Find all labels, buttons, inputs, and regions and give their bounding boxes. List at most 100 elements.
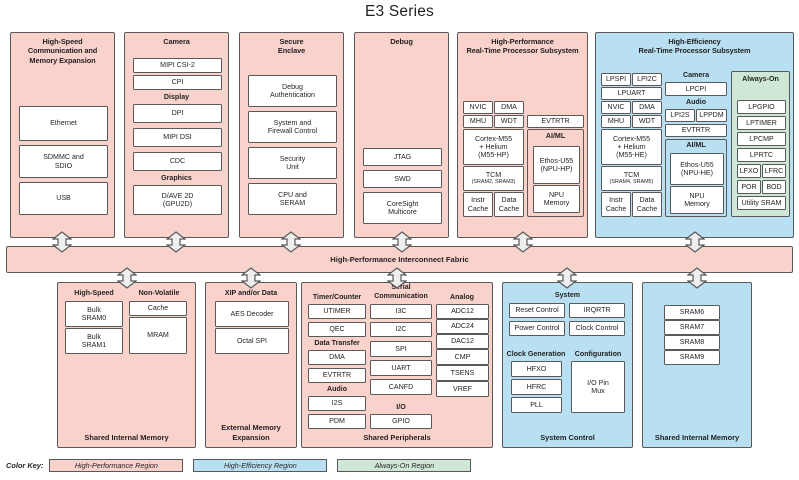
cell-system-firewall-control[interactable]: System and Firewall Control (248, 111, 337, 143)
cell-tsens[interactable]: TSENS (436, 365, 489, 381)
cell-he-dma[interactable]: DMA (632, 101, 662, 114)
serial-communication-title: Serial Communication (374, 283, 428, 300)
cell-he-lpi2c[interactable]: LPI2C (632, 73, 662, 86)
cell-hp-wdt[interactable]: WDT (494, 115, 524, 128)
cell-hfrc[interactable]: HFRC (511, 379, 562, 395)
cell-debug-authentication[interactable]: Debug Authentication (248, 75, 337, 107)
cell-lptimer[interactable]: LPTIMER (737, 116, 786, 130)
cell-sram7[interactable]: SRAM7 (664, 320, 720, 335)
cell-hp-mhu[interactable]: MHU (463, 115, 493, 128)
cell-cpi[interactable]: CPI (133, 75, 222, 90)
cell-hp-instr-cache[interactable]: Instr Cache (463, 192, 493, 217)
cell-dpi[interactable]: DPI (133, 104, 222, 123)
cell-mipi-dsi[interactable]: MIPI DSI (133, 128, 222, 147)
cell-utimer[interactable]: UTIMER (308, 304, 366, 319)
cell-sram8[interactable]: SRAM8 (664, 335, 720, 350)
cell-qec[interactable]: QEC (308, 322, 366, 337)
cell-adc24[interactable]: ADC24 (436, 319, 489, 334)
cell-hp-dma[interactable]: DMA (494, 101, 524, 114)
cell-cpu-seram[interactable]: CPU and SERAM (248, 183, 337, 215)
cell-usb[interactable]: USB (19, 182, 108, 215)
cell-lpgpio[interactable]: LPGPIO (737, 100, 786, 114)
cell-hp-instr-cache-label: Instr Cache (467, 196, 489, 213)
cell-he-lpcpi[interactable]: LPCPI (665, 82, 727, 96)
cell-hp-ethos-u55[interactable]: Ethos-U55 (NPU-HP) (533, 146, 580, 184)
cell-bulk-sram1[interactable]: Bulk SRAM1 (65, 328, 123, 354)
cell-spi[interactable]: SPI (370, 341, 432, 357)
cell-he-cortex-m55[interactable]: Cortex-M55 + Helium (M55-HE) (601, 129, 662, 165)
color-key-label: Color Key: (6, 461, 44, 470)
cell-vref[interactable]: VREF (436, 381, 489, 397)
cell-reset-control[interactable]: Reset Control (509, 303, 565, 318)
cell-hp-cortex-m55[interactable]: Cortex-M55 + Helium (M55-HP) (463, 129, 524, 165)
cell-clock-control[interactable]: Clock Control (569, 321, 625, 336)
cell-coresight-multicore[interactable]: CoreSight Multicore (363, 192, 442, 224)
cell-lpcmp[interactable]: LPCMP (737, 132, 786, 146)
cell-he-lpspi[interactable]: LPSPI (601, 73, 631, 86)
cell-hp-npu-memory[interactable]: NPU Memory (533, 185, 580, 213)
cell-hp-nvic[interactable]: NVIC (463, 101, 493, 114)
cell-sdmmc-sdio[interactable]: SDMMC and SDIO (19, 145, 108, 178)
cell-por[interactable]: POR (737, 180, 761, 194)
cell-adc12[interactable]: ADC12 (436, 304, 489, 319)
cell-jtag[interactable]: JTAG (363, 148, 442, 166)
cell-mipi-csi2[interactable]: MIPI CSI-2 (133, 58, 222, 73)
cell-he-npu-memory[interactable]: NPU Memory (670, 186, 724, 214)
cell-he-lppdm[interactable]: LPPDM (696, 109, 727, 122)
cell-evtrtr-periph[interactable]: EVTRTR (308, 368, 366, 383)
page-title: E3 Series (365, 3, 434, 20)
cell-he-ethos-u55[interactable]: Ethos-U55 (NPU-HE) (670, 153, 724, 185)
cell-he-nvic[interactable]: NVIC (601, 101, 631, 114)
cell-dma[interactable]: DMA (308, 350, 366, 365)
cell-he-lpuart[interactable]: LPUART (601, 87, 662, 100)
cell-pll[interactable]: PLL (511, 397, 562, 413)
cell-i2c[interactable]: I2C (370, 322, 432, 337)
cell-octal-spi[interactable]: Octal SPI (215, 328, 289, 354)
audio-title-periph: Audio (326, 385, 348, 393)
cell-security-unit[interactable]: Security Unit (248, 147, 337, 179)
cell-canfd[interactable]: CANFD (370, 379, 432, 395)
interconnect-fabric-label: High-Performance Interconnect Fabric (330, 255, 469, 264)
cell-he-wdt[interactable]: WDT (632, 115, 662, 128)
cell-hp-data-cache[interactable]: Data Cache (494, 192, 524, 217)
arrow-fabric-to-shared-memory-right (687, 267, 707, 289)
cell-hp-tcm-label: TCM (485, 171, 502, 180)
cell-utility-sram[interactable]: Utility SRAM (737, 196, 786, 210)
cell-power-control[interactable]: Power Control (509, 321, 565, 336)
cell-i2s[interactable]: I2S (308, 396, 366, 411)
cell-cdc[interactable]: CDC (133, 152, 222, 171)
cell-lprtc[interactable]: LPRTC (737, 148, 786, 162)
cell-sram9[interactable]: SRAM9 (664, 350, 720, 365)
cell-bod[interactable]: BOD (762, 180, 786, 194)
cell-hfxo[interactable]: HFXO (511, 361, 562, 377)
cell-dac12[interactable]: DAC12 (436, 334, 489, 349)
cell-swd[interactable]: SWD (363, 170, 442, 188)
cell-hp-evtrtr[interactable]: EVTRTR (527, 115, 584, 128)
cell-he-evtrtr[interactable]: EVTRTR (665, 124, 727, 137)
hp-rtss-title: High-Performance Real-Time Processor Sub… (466, 37, 579, 56)
cell-uart[interactable]: UART (370, 360, 432, 376)
cell-io-pin-mux[interactable]: I/O Pin Mux (571, 361, 625, 413)
cell-pdm[interactable]: PDM (308, 414, 366, 429)
cell-bulk-sram0[interactable]: Bulk SRAM0 (65, 301, 123, 327)
cell-he-tcm[interactable]: TCM (SRAM4, SRAM5) (601, 166, 662, 191)
cell-aes-decoder[interactable]: AES Decoder (215, 301, 289, 327)
cell-hp-tcm[interactable]: TCM (SRAM2, SRAM3) (463, 166, 524, 191)
cell-dave2d-gpu2d[interactable]: D/AVE 2D (GPU2D) (133, 185, 222, 215)
cell-cmp[interactable]: CMP (436, 349, 489, 365)
cell-he-data-cache[interactable]: Data Cache (632, 192, 662, 217)
cell-i3c[interactable]: I3C (370, 304, 432, 319)
cell-cache[interactable]: Cache (129, 301, 187, 316)
cell-he-mhu[interactable]: MHU (601, 115, 631, 128)
cell-mram[interactable]: MRAM (129, 317, 187, 354)
cell-gpio[interactable]: GPIO (370, 414, 432, 429)
io-title: I/O (396, 403, 406, 411)
cell-lfrc[interactable]: LFRC (762, 164, 786, 178)
cell-ethernet[interactable]: Ethernet (19, 106, 108, 141)
cell-he-lpi2s[interactable]: LPI2S (665, 109, 695, 122)
cell-irqrtr[interactable]: IRQRTR (569, 303, 625, 318)
cell-he-ethos-u55-label: Ethos-U55 (NPU-HE) (680, 160, 714, 177)
cell-lfxo[interactable]: LFXO (737, 164, 761, 178)
cell-sram6[interactable]: SRAM6 (664, 305, 720, 320)
cell-he-instr-cache[interactable]: Instr Cache (601, 192, 631, 217)
